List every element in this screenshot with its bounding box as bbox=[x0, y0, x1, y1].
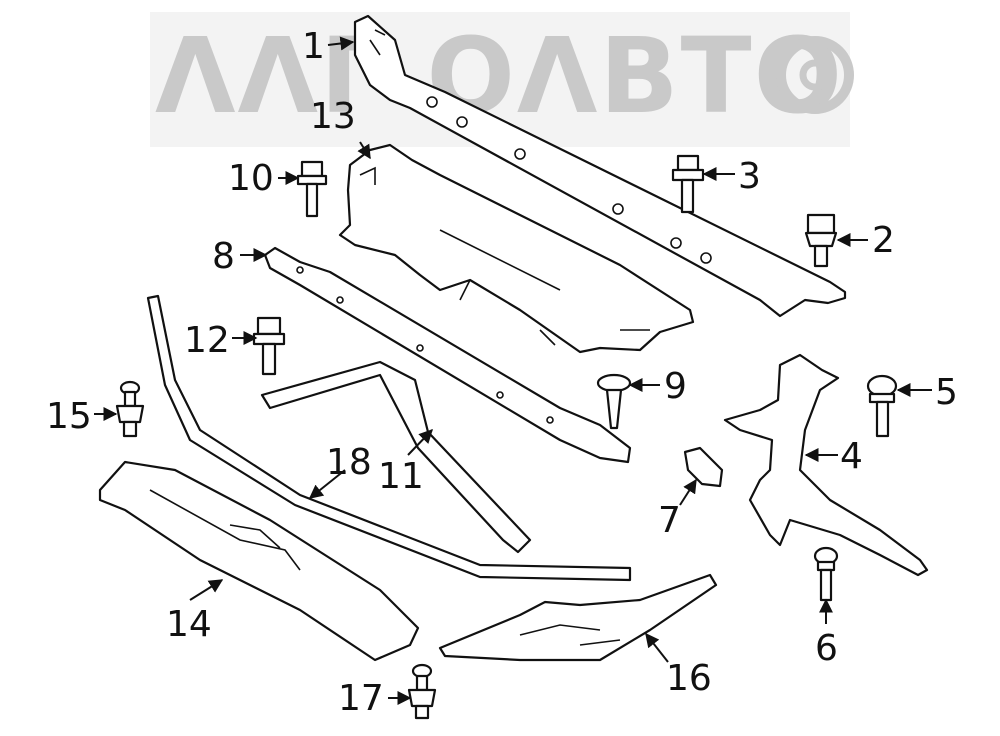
callout-12: 12 bbox=[184, 320, 230, 361]
clip-2-icon bbox=[804, 213, 838, 268]
leader-lines bbox=[94, 36, 932, 705]
callout-7: 7 bbox=[658, 500, 681, 541]
fasteners bbox=[115, 154, 898, 720]
bolt-10-icon bbox=[296, 160, 328, 218]
bolt-3-icon bbox=[671, 154, 705, 214]
pin-17-icon bbox=[407, 663, 437, 720]
part-7-clip bbox=[683, 446, 724, 488]
bolt-12-icon bbox=[252, 316, 286, 376]
part-16-lower-cowl bbox=[438, 573, 718, 662]
callout-2: 2 bbox=[872, 220, 895, 261]
callout-5: 5 bbox=[935, 372, 958, 413]
callout-4: 4 bbox=[840, 436, 863, 477]
watermark: ΛΛΓ ΟΛВТО bbox=[150, 12, 854, 147]
callout-16: 16 bbox=[666, 658, 712, 699]
callout-15: 15 bbox=[46, 396, 92, 437]
part-14-cowl-panel bbox=[98, 460, 420, 662]
callout-1: 1 bbox=[302, 26, 325, 67]
callout-labels: 1 2 3 4 5 6 7 8 9 10 11 12 13 14 15 16 1… bbox=[46, 26, 958, 719]
callout-13: 13 bbox=[310, 96, 356, 137]
pin-15-icon bbox=[115, 380, 145, 438]
part-18-seal-strip bbox=[146, 294, 632, 582]
screw-9-icon bbox=[596, 373, 632, 430]
watermark-text: ΛΛΓ ΟΛВТО bbox=[155, 15, 844, 137]
callout-9: 9 bbox=[664, 366, 687, 407]
callout-11: 11 bbox=[378, 456, 424, 497]
part-4-side-bracket bbox=[723, 353, 929, 577]
callout-10: 10 bbox=[228, 158, 274, 199]
bolt-5-icon bbox=[866, 374, 898, 438]
part-11-brace bbox=[260, 360, 532, 554]
callout-14: 14 bbox=[166, 604, 212, 645]
callout-6: 6 bbox=[815, 628, 838, 669]
watermark-wheel-icon bbox=[776, 36, 854, 114]
callout-17: 17 bbox=[338, 678, 384, 719]
bolt-6-icon bbox=[813, 546, 839, 602]
part-13-radiator-cover bbox=[338, 143, 695, 354]
part-8-cross-member bbox=[263, 246, 632, 464]
part-1-upper-tie-bar bbox=[353, 14, 847, 318]
callout-18: 18 bbox=[326, 442, 372, 483]
callout-3: 3 bbox=[738, 156, 761, 197]
callout-8: 8 bbox=[212, 236, 235, 277]
